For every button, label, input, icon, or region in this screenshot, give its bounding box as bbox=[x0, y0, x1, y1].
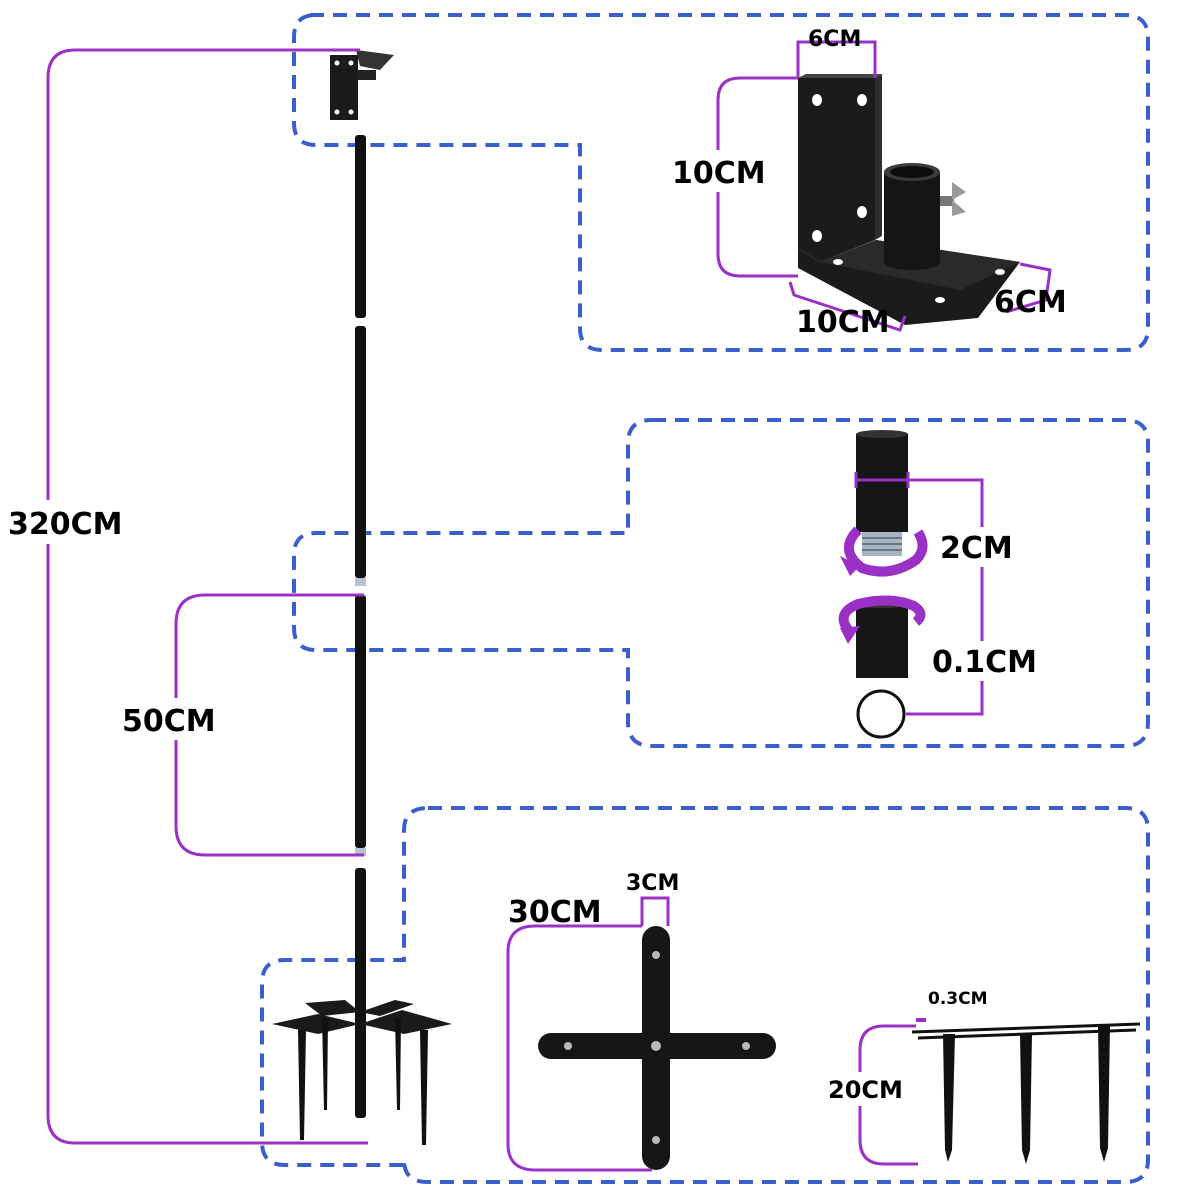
circle-outline-icon bbox=[856, 689, 906, 739]
bracket-width-top-leader bbox=[796, 40, 877, 78]
wall-thickness-label: 0.1CM bbox=[932, 645, 1037, 680]
stake-length-label: 20CM bbox=[828, 1076, 903, 1104]
pole-joint-1 bbox=[355, 578, 366, 586]
cross-plate-illustration bbox=[538, 926, 776, 1170]
plate-width-leader bbox=[640, 896, 670, 926]
main-pole bbox=[355, 135, 366, 1118]
total-height-label: 320CM bbox=[8, 507, 123, 542]
pole-section-1 bbox=[355, 135, 366, 318]
plate-thickness-label: 0.3CM bbox=[928, 989, 988, 1009]
rotate-arrow-icon bbox=[840, 526, 928, 577]
stake-illustration bbox=[911, 1022, 1141, 1164]
plate-width-label: 3CM bbox=[626, 871, 679, 896]
pole-section-2 bbox=[355, 326, 366, 578]
tube-joint-callout-box bbox=[292, 418, 1150, 748]
pole-top-bracket bbox=[330, 50, 394, 120]
bracket-height-label: 10CM bbox=[672, 156, 766, 191]
bracket-base-width-leader bbox=[1005, 262, 1052, 314]
tube-diameter-label: 2CM bbox=[940, 531, 1013, 566]
total-height-leader bbox=[46, 48, 368, 1145]
bracket-detail-illustration bbox=[798, 74, 1020, 325]
pole-section-4 bbox=[355, 868, 366, 1118]
bracket-base-width-label: 6CM bbox=[994, 285, 1067, 320]
section-length-label: 50CM bbox=[122, 704, 216, 739]
bracket-base-length-leader bbox=[788, 281, 907, 332]
tube-joint-illustration bbox=[856, 430, 908, 678]
rotate-arrow-icon bbox=[838, 595, 926, 644]
bracket-base-length-label: 10CM bbox=[796, 305, 890, 340]
pole-joint-2 bbox=[355, 848, 366, 856]
top-bracket-callout-box bbox=[292, 13, 1150, 352]
tube-diameter-leader bbox=[856, 478, 984, 716]
plate-length-leader bbox=[506, 924, 652, 1172]
ground-base-callout-box bbox=[260, 806, 1150, 1184]
pole-section-3 bbox=[355, 595, 366, 848]
pole-ground-base bbox=[272, 1000, 452, 1145]
plate-length-label: 30CM bbox=[508, 895, 602, 930]
bracket-width-top-label: 6CM bbox=[808, 27, 861, 52]
